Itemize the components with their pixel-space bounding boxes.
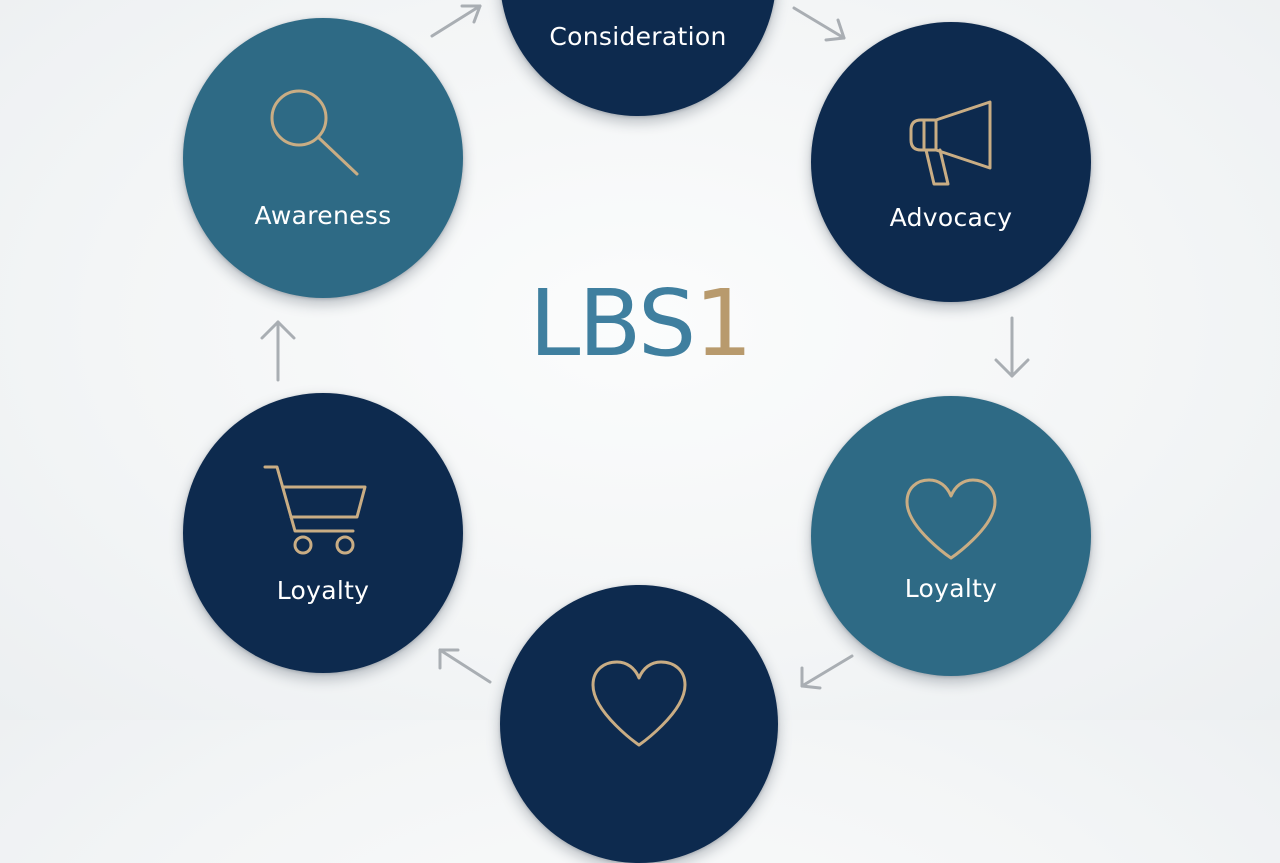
- center-title: LBS1: [440, 278, 840, 370]
- node-loyalty-left-label: Loyalty: [276, 576, 370, 605]
- node-loyalty-right-label: Loyalty: [904, 574, 998, 603]
- megaphone-icon: [909, 100, 992, 186]
- arrow-down-right-icon: [792, 6, 846, 42]
- center-title-main: LBS: [529, 270, 696, 377]
- heart-icon: [905, 478, 997, 560]
- arrow-up-icon: [260, 320, 296, 382]
- heart-icon: [591, 660, 687, 747]
- node-consideration: Consideration: [500, 0, 776, 116]
- node-advocacy: Advocacy: [811, 22, 1091, 302]
- node-loyalty-cart: Loyalty: [183, 393, 463, 673]
- node-awareness-label: Awareness: [254, 201, 392, 230]
- node-consideration-label: Consideration: [549, 22, 727, 51]
- magnifying-glass-icon: [270, 89, 359, 176]
- cycle-diagram: Consideration Advocacy Loyalty: [183, 0, 1091, 863]
- shopping-cart-icon: [263, 465, 367, 555]
- node-awareness: Awareness: [183, 18, 463, 298]
- node-loyalty-heart: Loyalty: [811, 396, 1091, 676]
- node-bottom-heart: [500, 585, 778, 863]
- arrow-up-right-icon: [430, 4, 482, 38]
- arrow-down-icon: [994, 316, 1030, 378]
- arrow-down-left-icon: [800, 654, 854, 690]
- node-advocacy-label: Advocacy: [889, 203, 1013, 232]
- center-title-accent: 1: [694, 270, 753, 377]
- arrow-up-left-icon: [438, 648, 492, 684]
